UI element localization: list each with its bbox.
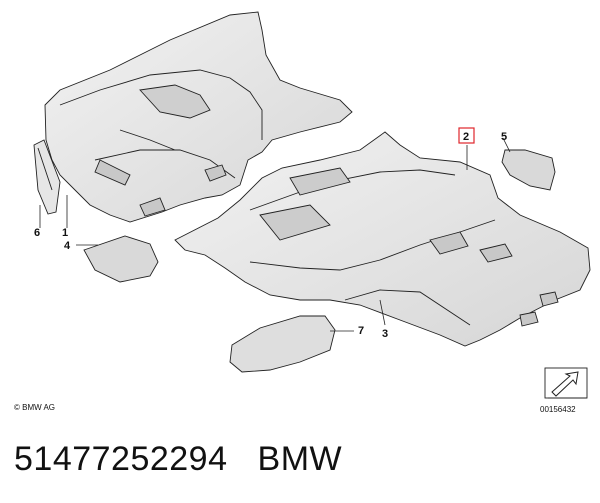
callout-7: 7 (358, 325, 364, 337)
callout-5: 5 (501, 131, 507, 143)
floor-mat-small (83, 235, 159, 283)
pad-insert (501, 149, 556, 191)
copyright-text: © BMW AG (14, 403, 56, 412)
callout-3: 3 (382, 328, 388, 340)
floor-mat-lower (229, 315, 336, 373)
side-trim-strip (33, 139, 61, 215)
callout-6: 6 (34, 227, 40, 239)
brand-name: BMW (257, 440, 343, 478)
parts-diagram: 1 2 3 4 5 6 7 (33, 11, 591, 399)
front-floor-carpet (44, 11, 353, 223)
arrow-icon (544, 367, 588, 399)
callout-1: 1 (62, 227, 68, 239)
callout-2-highlight (458, 127, 475, 144)
diagram-number: 00156432 (540, 405, 576, 414)
rear-floor-carpet (174, 131, 591, 347)
part-caption: 51477252294 BMW (14, 440, 342, 479)
callout-2: 2 (463, 131, 469, 143)
callout-4: 4 (64, 240, 71, 252)
part-number: 51477252294 (14, 440, 228, 478)
leader-lines (39, 137, 511, 332)
